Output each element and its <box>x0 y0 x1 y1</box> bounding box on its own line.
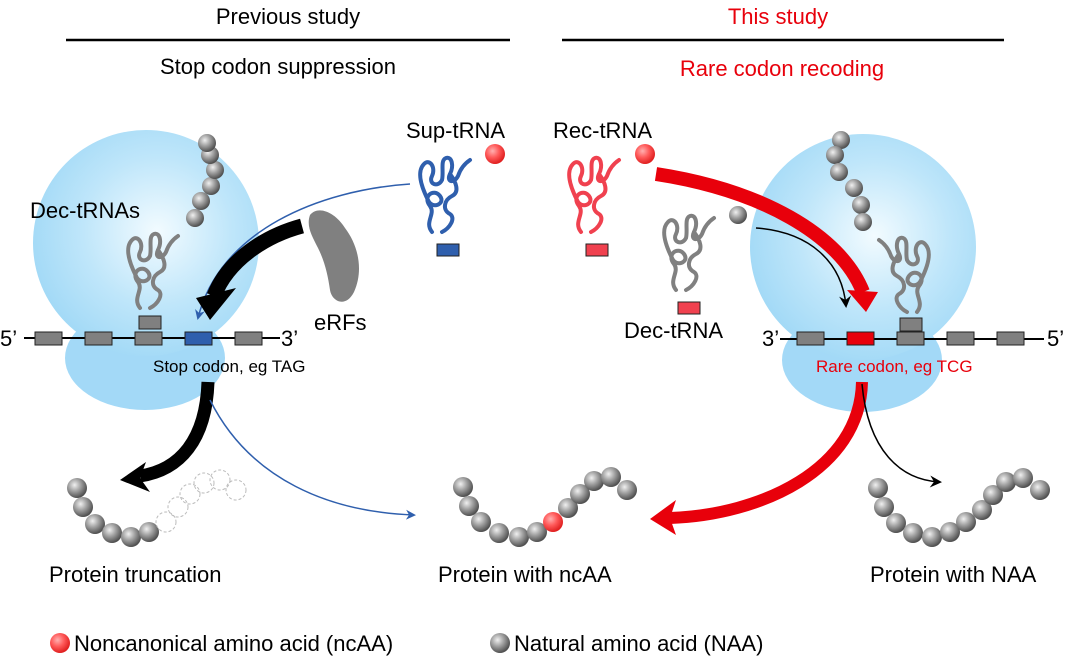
stop-codon <box>184 331 213 346</box>
codon <box>896 331 925 346</box>
legend-naa-swatch <box>490 633 510 653</box>
left-header: Previous study <box>216 4 360 29</box>
right-subheader: Rare codon recoding <box>680 56 884 81</box>
left-three-prime-label: 3’ <box>281 326 298 351</box>
ncaa-red-arrow-shaft <box>669 381 868 524</box>
stop-codon-label: Stop codon, eg TAG <box>153 357 305 376</box>
erfs-label: eRFs <box>314 310 367 335</box>
right-mrna <box>780 331 1044 346</box>
free-dec-trna <box>662 213 716 315</box>
free-dec-trna-naa <box>729 206 747 224</box>
erfs-shape <box>308 210 360 302</box>
truncation-arrow-shaft <box>138 381 215 483</box>
rec-trna-label: Rec-tRNA <box>553 118 652 143</box>
codon <box>234 331 263 346</box>
legend-ncaa-label: Noncanonical amino acid (ncAA) <box>74 631 393 656</box>
sup-trna <box>418 155 472 257</box>
rare-codon-label: Rare codon, eg TCG <box>816 357 973 376</box>
outcome-naa-label: Protein with NAA <box>870 562 1037 587</box>
ncaa-protein <box>453 467 637 547</box>
codon <box>134 331 163 346</box>
rec-trna-arrow-shaft <box>654 167 870 295</box>
dec-trna-label: Dec-tRNA <box>624 318 723 343</box>
left-dec-trna <box>126 231 180 330</box>
codon <box>34 331 63 346</box>
right-ribosome-dec-trna <box>877 235 931 332</box>
rare-codon <box>846 331 875 346</box>
outcome-ncaa-label: Protein with ncAA <box>438 562 612 587</box>
left-peptide-chain <box>186 134 224 227</box>
codon <box>796 331 825 346</box>
ncaa-residue <box>543 512 563 532</box>
naa-arrow <box>861 383 942 488</box>
rec-trna-arrow-head <box>847 290 878 312</box>
erfs-arrow-head <box>196 288 236 320</box>
codon <box>996 331 1025 346</box>
left-mrna <box>24 331 280 346</box>
naa-protein <box>868 468 1050 547</box>
sup-trna-ncaa <box>485 144 505 164</box>
right-three-prime-label: 3’ <box>762 326 779 351</box>
legend: Noncanonical amino acid (ncAA) Natural a… <box>50 631 763 656</box>
codon <box>84 331 113 346</box>
erfs-arrow-shaft <box>207 218 305 299</box>
left-five-prime-label: 5’ <box>0 326 17 351</box>
sup-trna-label: Sup-tRNA <box>406 118 505 143</box>
ncaa-red-arrow-head <box>650 500 676 535</box>
left-subheader: Stop codon suppression <box>160 54 396 79</box>
legend-naa-label: Natural amino acid (NAA) <box>514 631 763 656</box>
dec-trna-arrow <box>755 227 852 308</box>
dec-trnas-label: Dec-tRNAs <box>30 198 140 223</box>
legend-ncaa-swatch <box>50 633 70 653</box>
truncation-arrow-head <box>120 462 150 492</box>
ncaa-path-arrow <box>209 399 416 520</box>
truncated-protein <box>67 469 247 547</box>
rec-trna-ncaa <box>635 144 655 164</box>
right-peptide-chain <box>826 131 872 231</box>
codon <box>946 331 975 346</box>
outcome-truncation-label: Protein truncation <box>49 562 221 587</box>
right-five-prime-label: 5’ <box>1047 326 1064 351</box>
rec-trna <box>567 155 621 257</box>
right-header: This study <box>728 4 828 29</box>
